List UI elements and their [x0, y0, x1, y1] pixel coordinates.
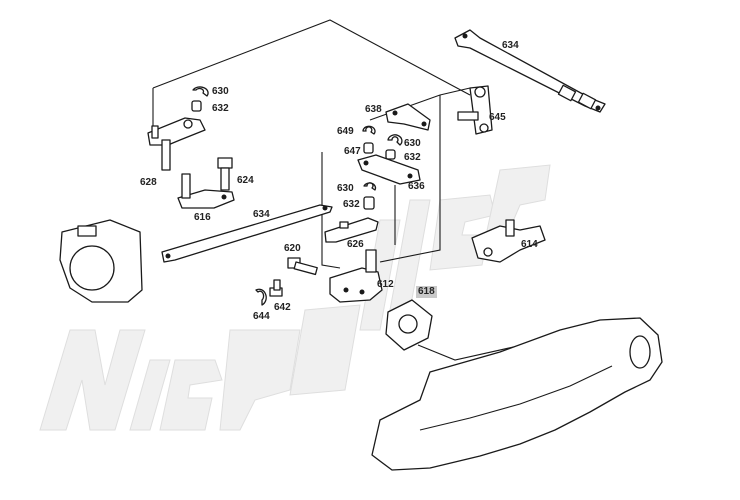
label-616: 616: [194, 212, 211, 223]
bushing-632-top: [191, 100, 202, 112]
bolt-620: [287, 257, 318, 276]
label-638: 638: [365, 104, 382, 115]
label-630-low: 630: [337, 183, 354, 194]
intake-manifold: [371, 317, 663, 471]
label-636: 636: [408, 181, 425, 192]
label-626: 626: [347, 239, 364, 250]
lever-636: [357, 154, 421, 185]
screw-642: [269, 279, 283, 297]
clip-649: [362, 125, 376, 135]
clip-630-low: [363, 182, 377, 191]
bracket-612: [329, 249, 383, 303]
clip-644: [255, 288, 267, 306]
label-634-top: 634: [502, 40, 519, 51]
label-618-highlighted: 618: [416, 286, 437, 298]
label-628: 628: [140, 177, 157, 188]
pump-housing: [59, 219, 143, 303]
label-634-lower: 634: [253, 209, 270, 220]
label-647: 647: [344, 146, 361, 157]
label-649: 649: [337, 126, 354, 137]
link-626: [324, 217, 379, 243]
bolt-624: [217, 157, 233, 191]
label-630-mid: 630: [404, 138, 421, 149]
label-612: 612: [377, 279, 394, 290]
label-632-mid: 632: [404, 152, 421, 163]
label-624: 624: [237, 175, 254, 186]
label-630-top: 630: [212, 86, 229, 97]
lever-614: [471, 219, 546, 263]
rod-634-top: [454, 29, 606, 113]
label-632-low: 632: [343, 199, 360, 210]
rod-634-lower: [161, 204, 333, 263]
label-614: 614: [521, 239, 538, 250]
clip-630-top: [192, 86, 209, 97]
label-645: 645: [489, 112, 506, 123]
clip-630-mid: [387, 134, 403, 146]
label-632-top: 632: [212, 103, 229, 114]
lever-638: [385, 103, 431, 131]
label-620: 620: [284, 243, 301, 254]
label-642: 642: [274, 302, 291, 313]
bushing-632-mid: [385, 149, 396, 160]
bushing-632-low: [363, 196, 375, 210]
label-644: 644: [253, 311, 270, 322]
lever-616: [177, 173, 235, 209]
bushing-647: [363, 142, 374, 154]
part-645: [457, 85, 493, 135]
lever-628: [147, 117, 206, 171]
gasket-618: [385, 299, 433, 351]
